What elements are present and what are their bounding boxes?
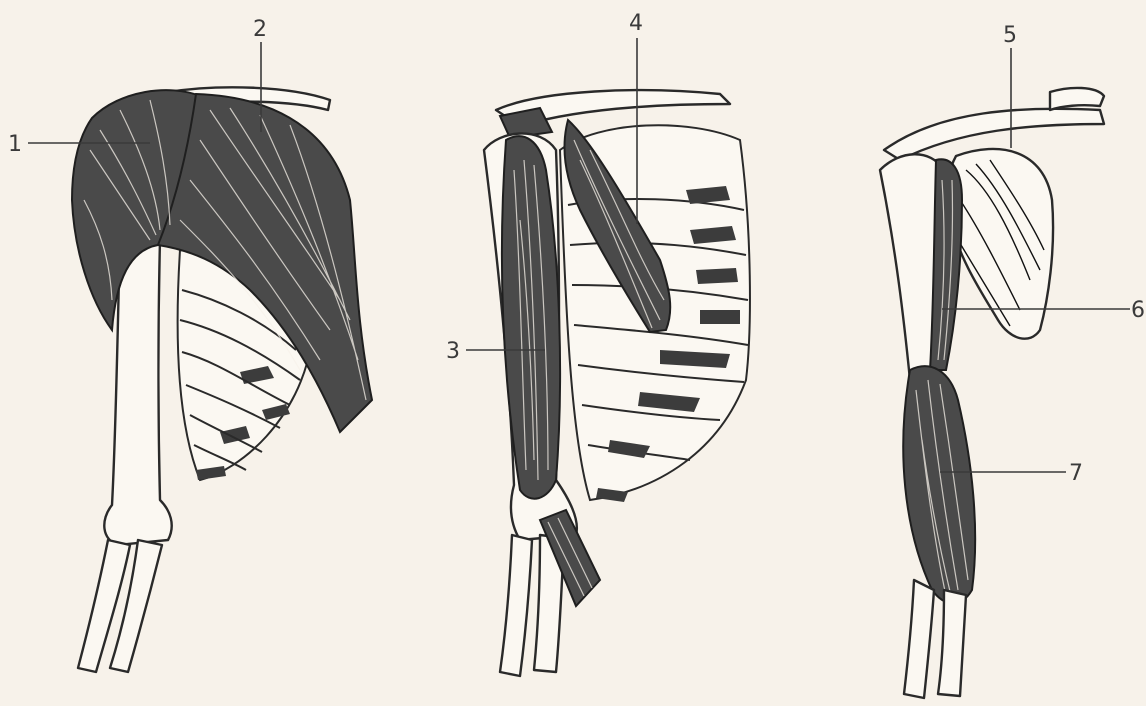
- label-6: 6: [1131, 298, 1145, 323]
- center-limb-figure: [484, 90, 750, 676]
- label-3: 3: [446, 339, 460, 364]
- left-limb-figure: [72, 87, 372, 672]
- right-limb-figure: [880, 88, 1104, 698]
- label-4: 4: [629, 11, 643, 36]
- label-7: 7: [1069, 461, 1083, 486]
- label-5: 5: [1003, 23, 1017, 48]
- label-2: 2: [253, 17, 267, 42]
- muscle-7: [903, 366, 975, 603]
- label-1: 1: [8, 132, 22, 157]
